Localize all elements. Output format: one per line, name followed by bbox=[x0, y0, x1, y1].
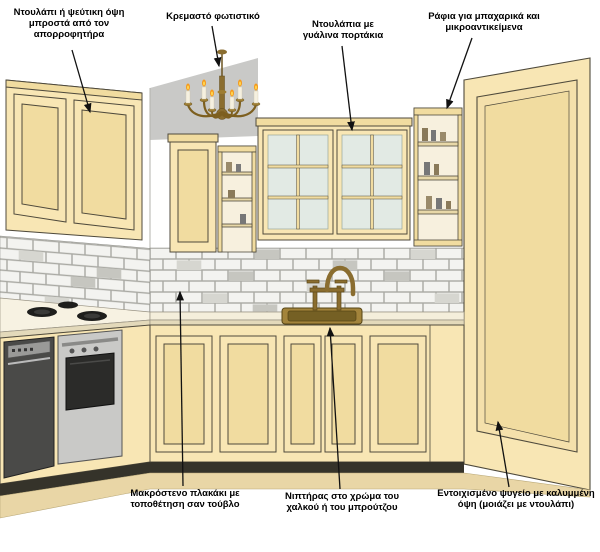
glass-door-right bbox=[336, 129, 408, 235]
chandelier bbox=[183, 49, 261, 120]
arrow-copper-sink bbox=[326, 326, 341, 490]
base-cabinets bbox=[149, 324, 465, 473]
label-built-in-fridge: Εντοιχισμένο ψυγείο με καλυμμένη όψη (μο… bbox=[437, 488, 595, 510]
glass-door-left bbox=[262, 129, 334, 235]
open-shelf-left bbox=[217, 145, 257, 253]
label-spice-shelves: Ράφια για μπαχαρικά και μικροαντικείμενα bbox=[428, 11, 540, 33]
fridge-cabinet bbox=[463, 57, 591, 491]
arrow-spice-shelves bbox=[446, 37, 473, 110]
label-copper-sink: Νιπτήρας στο χρώμα του χαλκού ή του μπρο… bbox=[285, 491, 399, 513]
hood-cabinet bbox=[5, 79, 143, 241]
corner-cabinet bbox=[167, 133, 219, 253]
dishwasher bbox=[3, 336, 55, 479]
arrow-built-in-fridge bbox=[495, 420, 510, 488]
label-glass-doors: Ντουλάπια με γυάλινα πορτάκια bbox=[302, 19, 384, 41]
glass-cabinets bbox=[255, 117, 413, 241]
label-brick-tile: Μακρόστενο πλακάκι με τοποθέτηση σαν τού… bbox=[130, 488, 240, 510]
spice-shelves bbox=[413, 107, 463, 247]
arrow-pendant-light bbox=[211, 25, 222, 68]
candles bbox=[183, 79, 261, 112]
floor bbox=[0, 472, 591, 519]
label-hood-cabinet: Ντουλάπι ή ψεύτικη όψη μπροστά από τον α… bbox=[13, 7, 125, 40]
faucet bbox=[306, 265, 356, 311]
left-base-run bbox=[0, 324, 151, 496]
backsplash-left bbox=[0, 235, 151, 315]
cooktop-burners bbox=[27, 301, 107, 321]
arrow-hood-cabinet bbox=[71, 49, 92, 114]
arrow-brick-tile bbox=[176, 290, 185, 487]
label-pendant-light: Κρεμαστό φωτιστικό bbox=[166, 11, 260, 22]
arrow-glass-doors bbox=[341, 45, 355, 132]
sink bbox=[281, 307, 363, 325]
annotation-arrows bbox=[71, 25, 510, 490]
oven bbox=[57, 329, 123, 465]
